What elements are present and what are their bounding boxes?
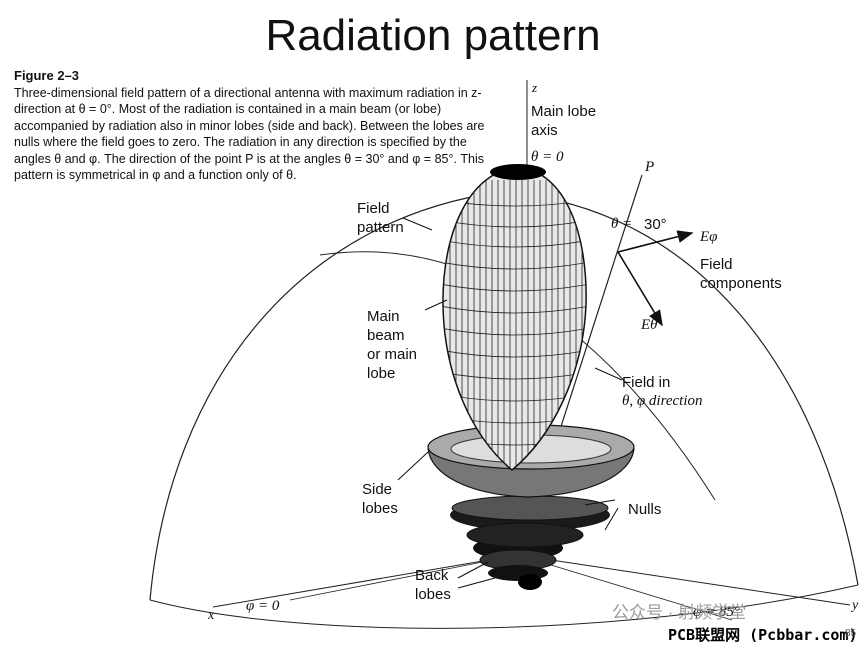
z-axis-label: z: [532, 80, 538, 95]
e-theta-arrow: [617, 251, 663, 327]
phi85-line: [517, 554, 733, 621]
main-beam-label-3: or main: [367, 346, 418, 363]
y-axis-label: y: [852, 598, 859, 613]
theta-zero-label: θ = 0: [531, 149, 564, 165]
e-phi-arrow: [617, 230, 694, 253]
field-in-label-2: θ, φ direction: [622, 393, 703, 409]
site-watermark: PCB联盟网 (Pcbbar.com): [668, 626, 858, 644]
main-lobe-axis-label-1: Main lobe: [531, 103, 597, 120]
wechat-watermark: 公众号 · 射频学堂: [612, 603, 747, 622]
field-components-label-1: Field: [700, 256, 733, 273]
back-lobe-tip: [518, 574, 542, 590]
deg-30-label: 30°: [644, 216, 667, 233]
page-title: Radiation pattern: [265, 11, 601, 60]
phi0-line: [289, 554, 519, 601]
back-lobes-label-2: lobes: [415, 586, 451, 603]
y-axis: [517, 554, 851, 606]
equator-arc: [149, 584, 859, 629]
main-lobe-axis-label-2: axis: [531, 122, 558, 139]
main-beam-label-4: lobe: [367, 365, 396, 382]
back-lobes-label-1: Back: [415, 567, 449, 584]
e-theta-label: Eθ: [641, 317, 658, 333]
main-beam-cap: [490, 164, 546, 180]
phi-85-label: φ = 85°: [693, 604, 740, 620]
page-number: 85: [845, 628, 857, 639]
main-beam-label-1: Main: [367, 308, 400, 325]
point-P-label: P: [645, 159, 655, 175]
theta-30-label: θ =: [611, 216, 633, 232]
field-components-label-2: components: [700, 275, 782, 292]
x-axis: [212, 554, 519, 608]
e-phi-label: Eφ: [700, 229, 718, 245]
figure-number: Figure 2–3: [14, 68, 80, 83]
field-pattern-label-2: pattern: [357, 219, 404, 236]
leader-lines: [397, 217, 623, 589]
x-axis-label: x: [208, 608, 215, 623]
caption-text: Three-dimensional field pattern of a dir…: [14, 85, 485, 183]
figure-caption: Figure 2–3 Three-dimensional field patte…: [14, 68, 504, 184]
main-beam-label-2: beam: [367, 327, 405, 344]
field-pattern-label-1: Field: [357, 200, 390, 217]
side-lobes-label-2: lobes: [362, 500, 398, 517]
field-in-label-1: Field in: [622, 374, 671, 391]
nulls-label: Nulls: [628, 501, 662, 518]
phi-zero-label: φ = 0: [246, 598, 280, 614]
main-beam: [442, 166, 587, 471]
nulls-disc-top: [451, 495, 609, 521]
lower-lobe-disc: [466, 522, 584, 548]
side-lobes-label-1: Side: [362, 481, 393, 498]
